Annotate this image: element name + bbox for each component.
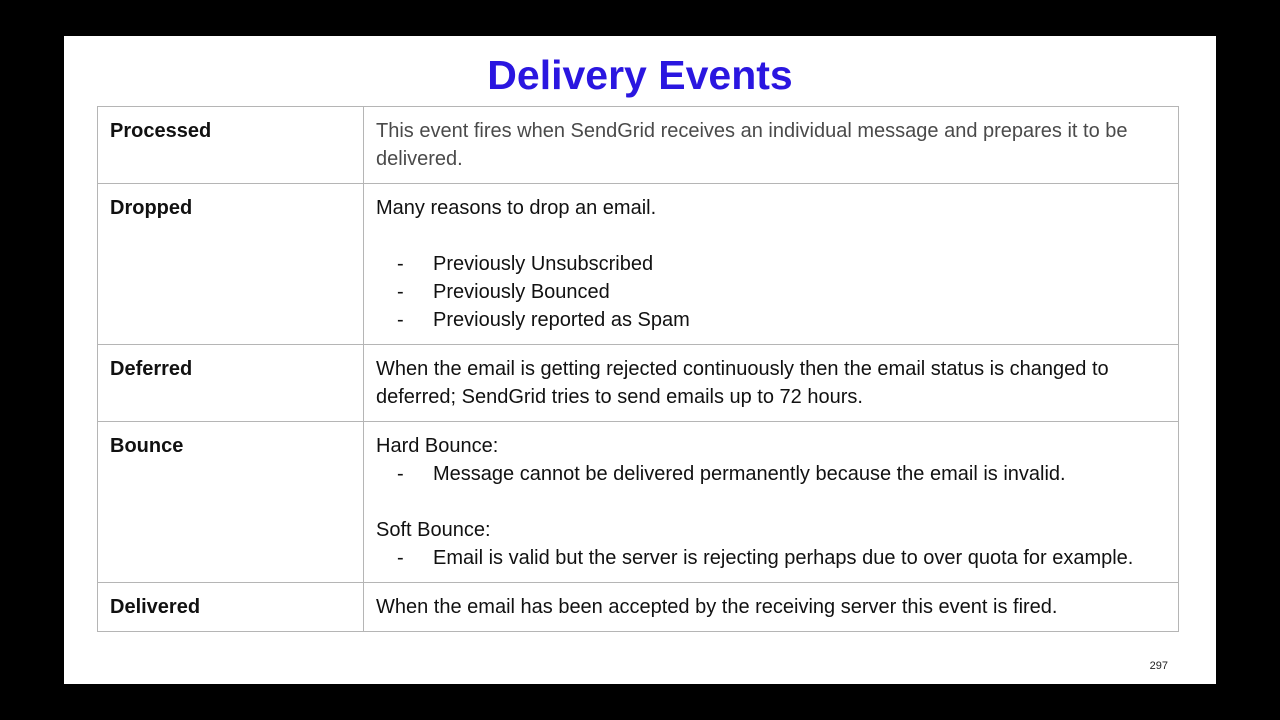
table-row-delivered: Delivered When the email has been accept… — [97, 582, 1179, 632]
table-row-bounce: Bounce Hard Bounce: Message cannot be de… — [97, 421, 1179, 583]
event-name: Processed — [97, 106, 364, 184]
table-row-deferred: Deferred When the email is getting rejec… — [97, 344, 1179, 422]
event-description-cell: Many reasons to drop an email. Previousl… — [363, 183, 1179, 345]
event-name: Dropped — [97, 183, 364, 345]
list-item: Previously Bounced — [376, 278, 1167, 306]
soft-bounce-list: Email is valid but the server is rejecti… — [376, 544, 1167, 572]
drop-reasons-list: Previously Unsubscribed Previously Bounc… — [376, 250, 1167, 334]
slide-title: Delivery Events — [487, 52, 793, 98]
hard-bounce-label: Hard Bounce: — [376, 435, 499, 457]
event-name: Bounce — [97, 421, 364, 583]
list-item: Previously Unsubscribed — [376, 250, 1167, 278]
table-row-dropped: Dropped Many reasons to drop an email. P… — [97, 183, 1179, 345]
slide: Delivery Events Processed This event fir… — [64, 36, 1216, 684]
list-item: Previously reported as Spam — [376, 306, 1167, 334]
hard-bounce-list: Message cannot be delivered permanently … — [376, 460, 1167, 488]
event-description: This event fires when SendGrid receives … — [363, 106, 1179, 184]
delivery-events-table: Processed This event fires when SendGrid… — [97, 106, 1179, 632]
event-name: Deferred — [97, 344, 364, 422]
event-name: Delivered — [97, 582, 364, 632]
event-description: When the email is getting rejected conti… — [363, 344, 1179, 422]
list-item: Message cannot be delivered permanently … — [376, 460, 1167, 488]
table-row-processed: Processed This event fires when SendGrid… — [97, 106, 1179, 184]
list-item: Email is valid but the server is rejecti… — [376, 544, 1167, 572]
page-number: 297 — [1149, 660, 1168, 672]
soft-bounce-label: Soft Bounce: — [376, 519, 491, 541]
event-description: When the email has been accepted by the … — [363, 582, 1179, 632]
event-description-cell: Hard Bounce: Message cannot be delivered… — [363, 421, 1179, 583]
event-description: Many reasons to drop an email. — [376, 197, 657, 219]
